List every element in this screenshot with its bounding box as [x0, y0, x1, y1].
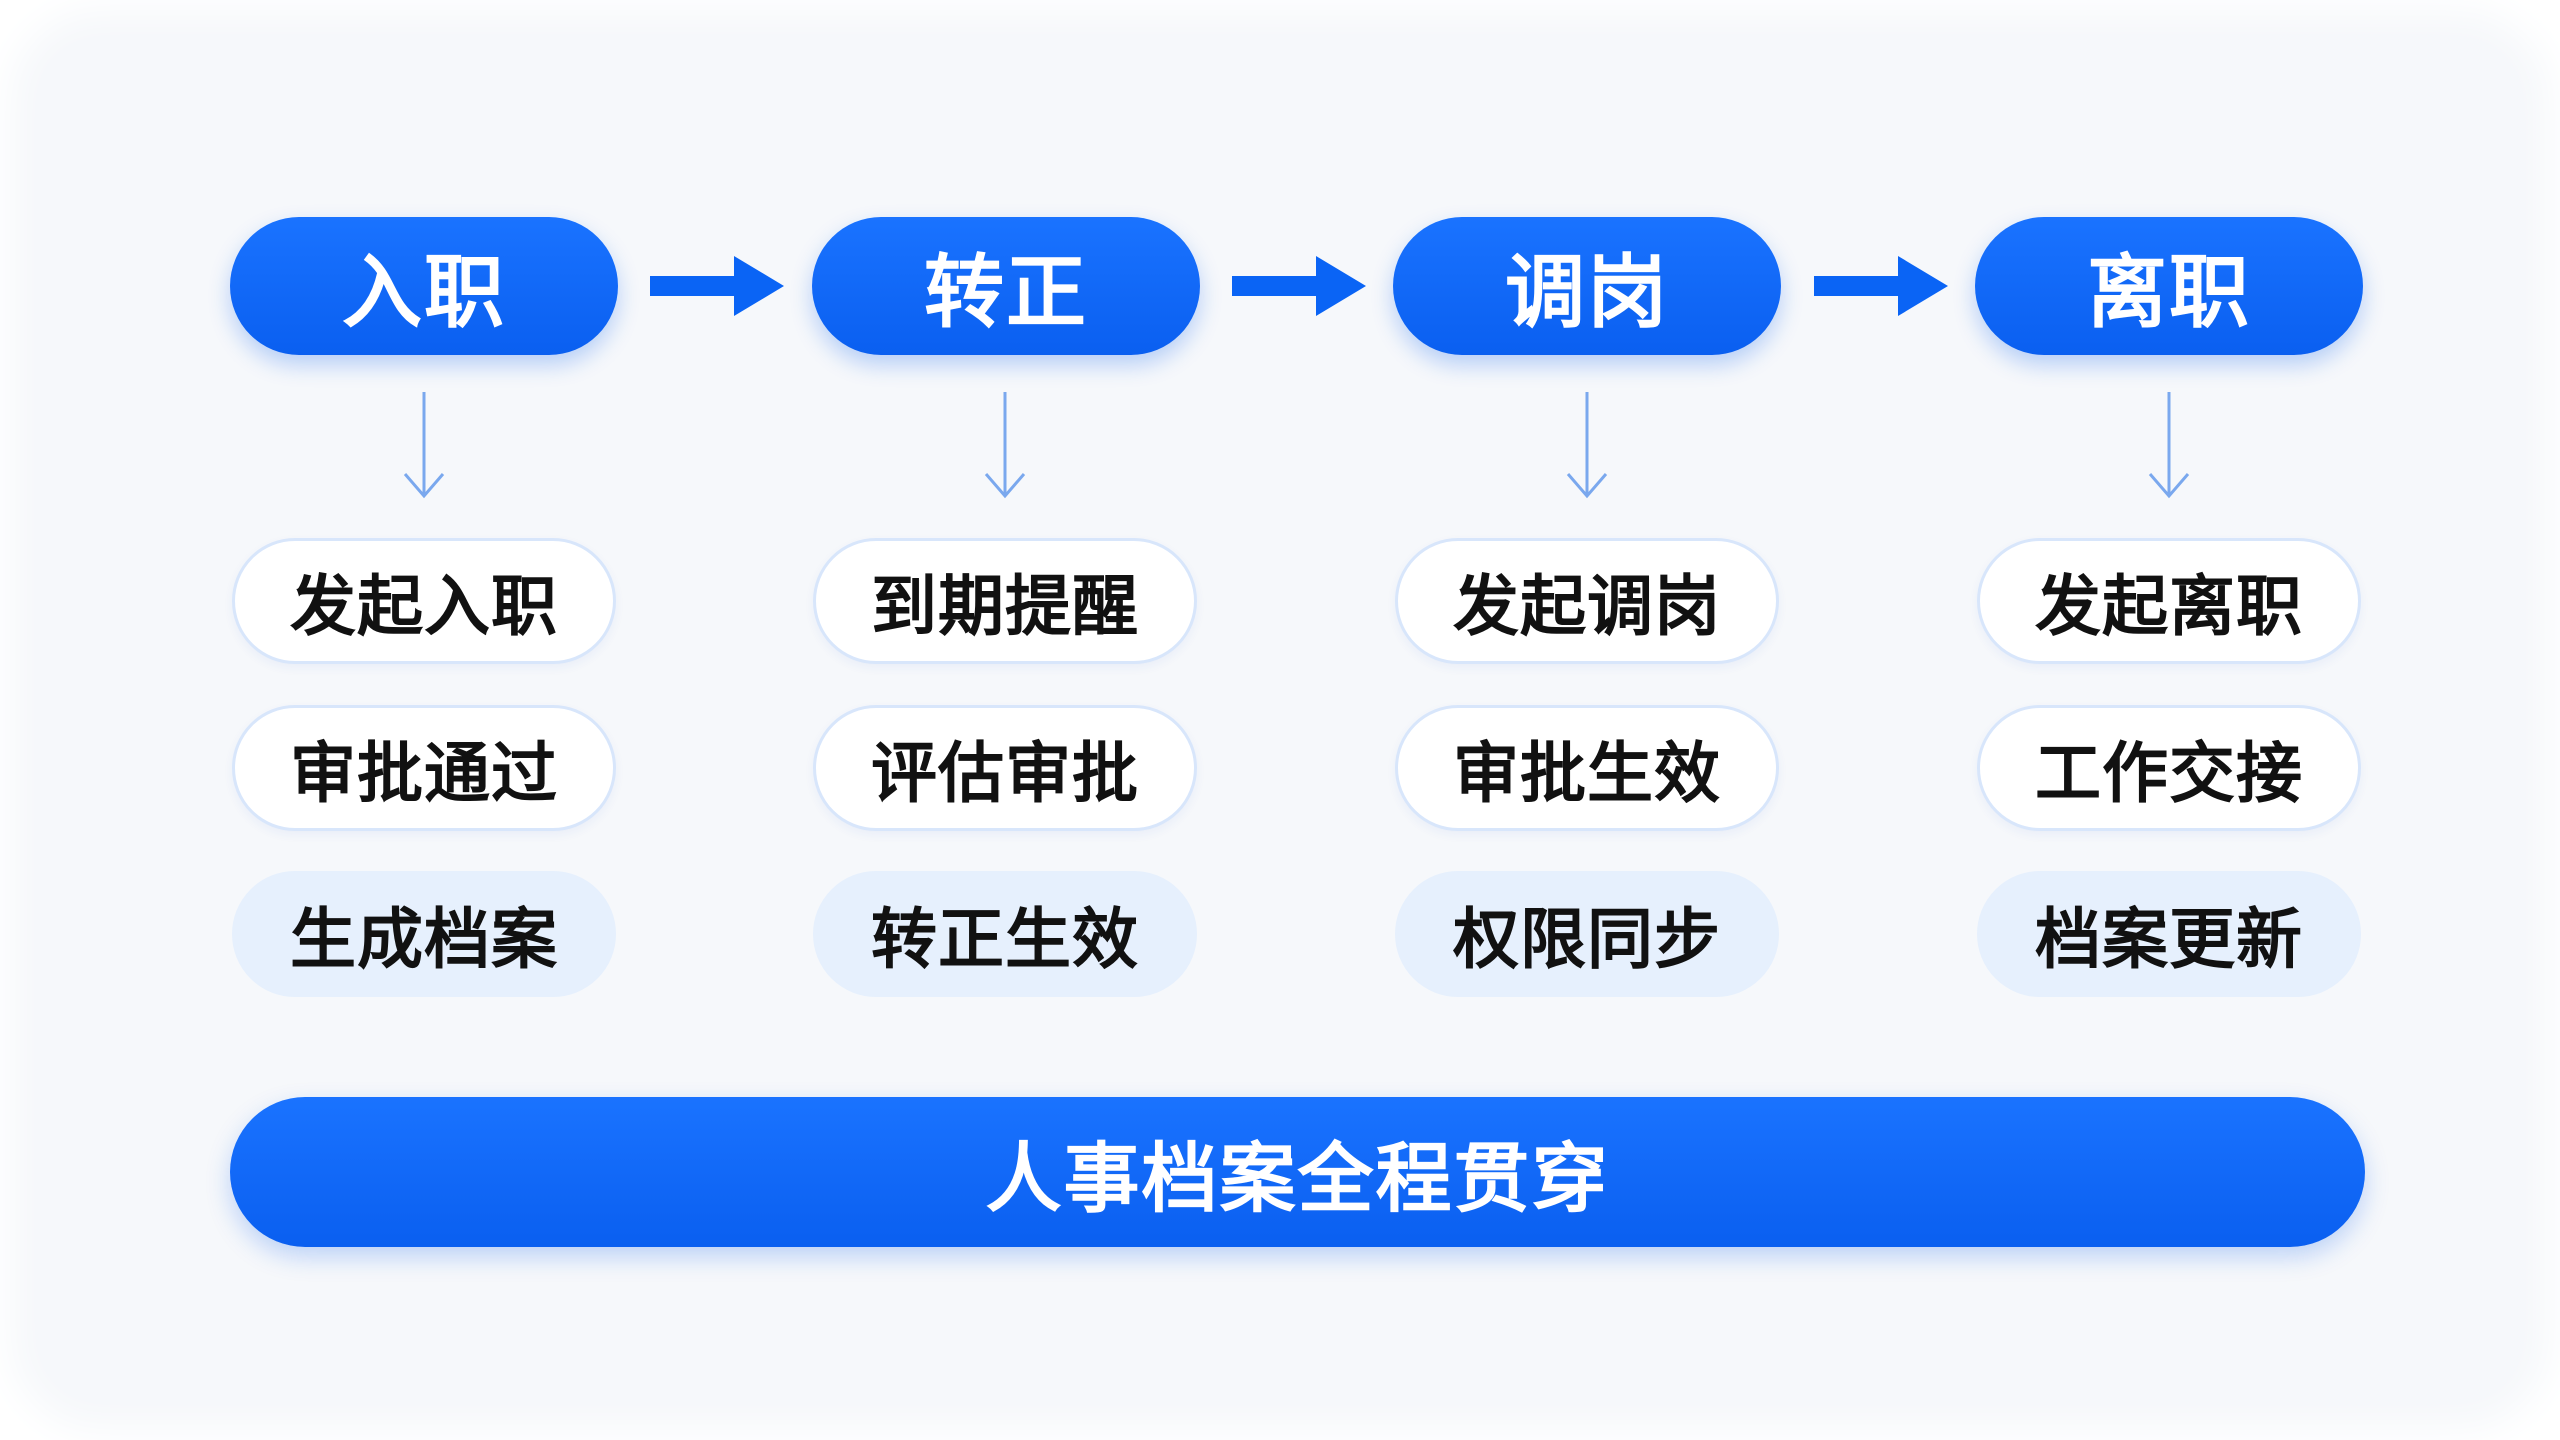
step-resignation-1: 发起离职	[1977, 538, 2361, 664]
flow-arrow-3	[1814, 256, 1948, 316]
step-onboarding-2: 审批通过	[232, 705, 616, 831]
stage-resignation: 离职	[1975, 217, 2363, 355]
step-transfer-2: 审批生效	[1395, 705, 1779, 831]
down-arrow-2	[984, 392, 1026, 499]
down-arrow-1	[403, 392, 445, 499]
flow-arrow-2	[1232, 256, 1366, 316]
step-transfer-3: 权限同步	[1395, 871, 1779, 997]
step-transfer-1: 发起调岗	[1395, 538, 1779, 664]
step-regularization-1: 到期提醒	[813, 538, 1197, 664]
stage-transfer: 调岗	[1393, 217, 1781, 355]
stage-regularization: 转正	[812, 217, 1200, 355]
step-regularization-2: 评估审批	[813, 705, 1197, 831]
stage-onboarding: 入职	[230, 217, 618, 355]
step-regularization-3: 转正生效	[813, 871, 1197, 997]
step-onboarding-1: 发起入职	[232, 538, 616, 664]
step-resignation-2: 工作交接	[1977, 705, 2361, 831]
down-arrow-3	[1566, 392, 1608, 499]
flow-arrow-1	[650, 256, 784, 316]
hr-archive-banner: 人事档案全程贯穿	[230, 1097, 2365, 1247]
step-onboarding-3: 生成档案	[232, 871, 616, 997]
down-arrow-4	[2148, 392, 2190, 499]
step-resignation-3: 档案更新	[1977, 871, 2361, 997]
